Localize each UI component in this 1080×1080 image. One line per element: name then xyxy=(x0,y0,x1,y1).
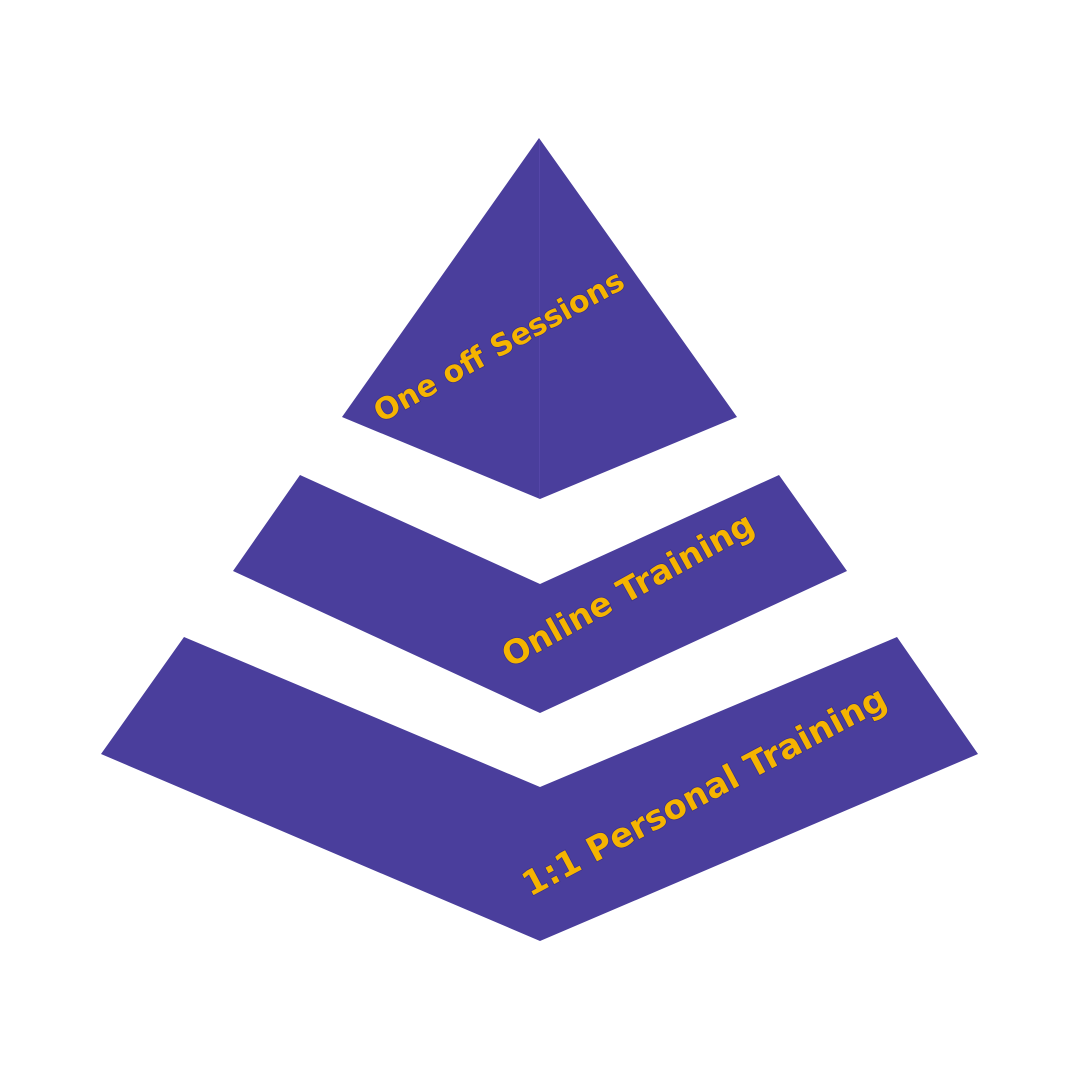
tier-middle: Online Training xyxy=(233,475,847,713)
tier-middle-shape xyxy=(233,475,847,713)
tier-bottom-shape xyxy=(101,637,978,941)
